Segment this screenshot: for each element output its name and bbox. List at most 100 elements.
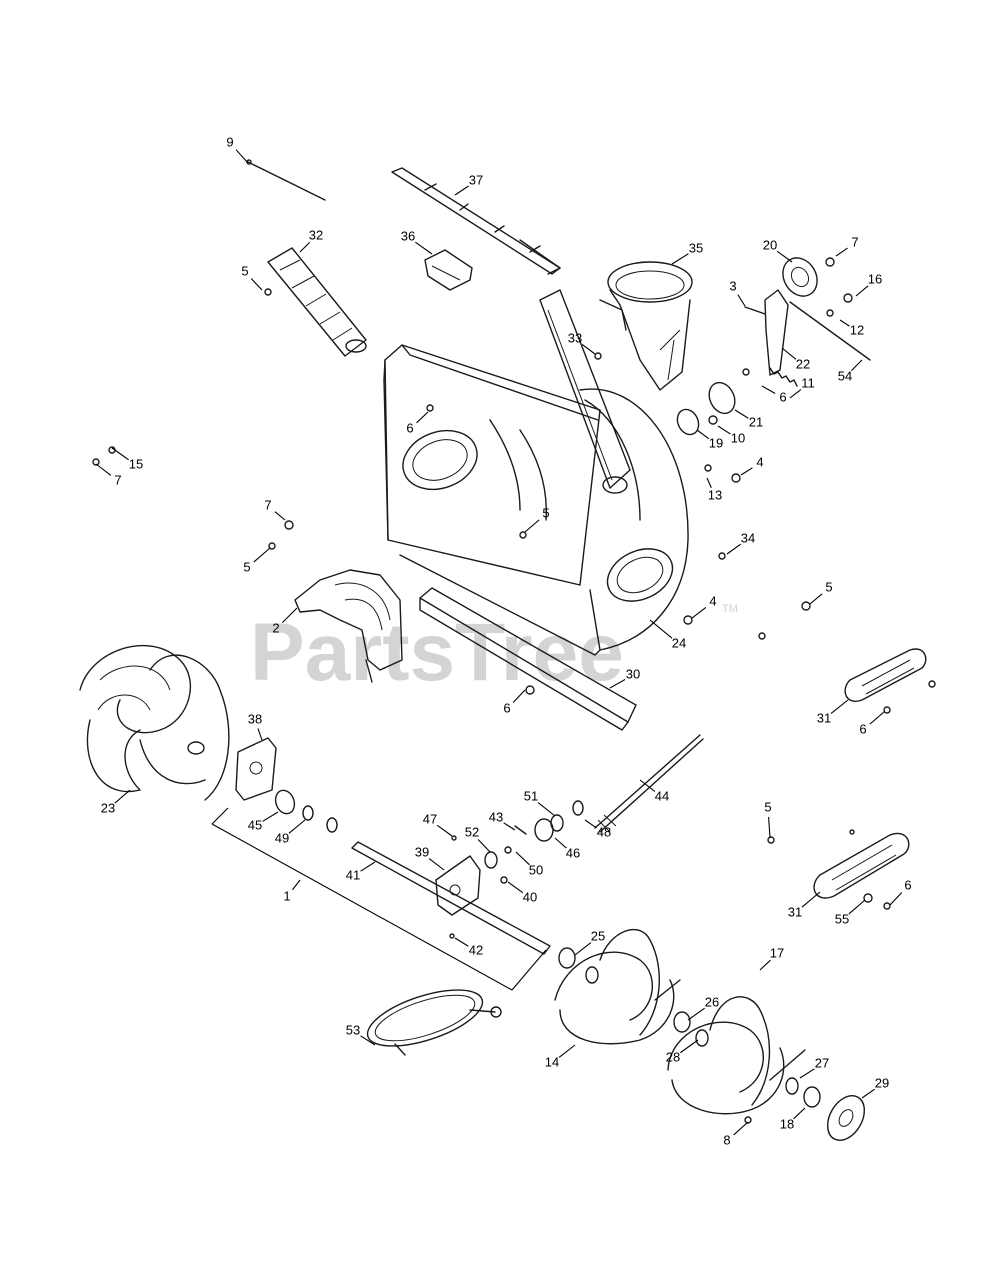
leader-c53 [360,1035,376,1046]
leader-c5a [250,278,263,291]
leader-c15 [111,447,129,461]
callout-c6c: 6 [503,700,510,715]
callout-c38: 38 [248,711,262,726]
callout-c4a: 4 [756,454,763,469]
leader-c34 [726,543,741,555]
leader-c52 [477,839,491,853]
callout-c34: 34 [741,530,755,545]
callout-c49: 49 [275,830,289,845]
callout-c31b: 31 [788,904,802,919]
leader-c40 [507,881,524,894]
part-auger-14 [554,929,681,1045]
part-scraper-30 [419,587,637,731]
leader-c6b [416,411,429,424]
leader-c27 [799,1068,815,1079]
leader-c38 [257,728,263,741]
leader-c54 [850,359,863,372]
leader-c45 [262,811,279,822]
leader-c7b [95,463,112,476]
callout-c5a: 5 [241,263,248,278]
callout-c17: 17 [770,945,784,960]
leader-c5d [809,593,823,605]
callout-c24: 24 [672,635,686,650]
leader-c18 [793,1107,806,1120]
leader-c55 [848,899,866,915]
leader-c11 [789,389,802,399]
leader-c20 [776,250,793,263]
part-bracket-36 [424,249,473,291]
callout-c6d: 6 [859,721,866,736]
part-skid-31a [844,648,927,702]
callout-c29: 29 [875,1075,889,1090]
leader-c30 [609,678,626,689]
leader-c4a [740,467,753,476]
callout-leaders [95,149,903,1136]
callout-c35: 35 [689,240,703,255]
callout-c25: 25 [591,928,605,943]
leader-c23 [114,789,131,804]
leader-c33 [581,343,596,355]
callout-c15: 15 [129,456,143,471]
callout-c28: 28 [666,1049,680,1064]
leader-c37 [454,185,469,196]
callout-c12: 12 [850,322,864,337]
callout-c53: 53 [346,1022,360,1037]
callout-c14: 14 [545,1054,559,1069]
leader-c3 [737,294,746,307]
part-auger-23 [79,644,230,801]
callout-c44: 44 [655,788,669,803]
leader-c4b [691,607,707,619]
leader-c10 [717,425,731,435]
leader-c42 [454,937,469,947]
leader-c13 [706,477,712,488]
callout-c46: 46 [566,845,580,860]
callout-c50: 50 [529,862,543,877]
callout-c7c: 7 [264,497,271,512]
callout-c22: 22 [796,356,810,371]
assembly-bracket-1 [211,807,547,991]
callout-c42: 42 [469,942,483,957]
callout-c52: 52 [465,824,479,839]
part-shaft-41 [351,841,551,955]
callout-c3: 3 [729,278,736,293]
leader-c6a [761,385,776,395]
callout-c41: 41 [346,867,360,882]
leader-c47 [436,824,453,837]
part-shaft-44 [594,734,704,833]
part-arm-22 [764,289,789,376]
leader-c6d [869,711,885,725]
leader-c50 [515,851,530,866]
leader-c41 [360,861,376,872]
leader-c31b [801,891,821,908]
part-pulley-29 [826,1095,866,1141]
part-rod-9 [246,159,326,201]
callout-c4b: 4 [709,593,716,608]
callout-c48: 48 [597,824,611,839]
part-grip-32 [267,247,367,357]
callout-c39: 39 [415,844,429,859]
callout-c13: 13 [708,487,722,502]
part-bracket-2 [294,569,403,683]
callout-c20: 20 [763,237,777,252]
part-bushings-group [449,800,584,939]
callout-c18: 18 [780,1116,794,1131]
callout-c23: 23 [101,800,115,815]
part-chute-35 [599,261,693,391]
callout-c8: 8 [723,1132,730,1147]
callout-c9: 9 [226,134,233,149]
leader-c9 [235,149,249,164]
callout-c43: 43 [489,809,503,824]
leader-c2 [281,607,298,624]
callout-c45: 45 [248,817,262,832]
leader-c29 [861,1088,875,1099]
leader-c32 [299,241,311,253]
callout-c7b: 7 [114,472,121,487]
callout-c5d: 5 [825,579,832,594]
callout-c6b: 6 [406,420,413,435]
leader-c49 [288,819,306,834]
leader-c31a [830,699,849,714]
leader-c51 [537,802,556,817]
leader-c35 [671,253,689,265]
